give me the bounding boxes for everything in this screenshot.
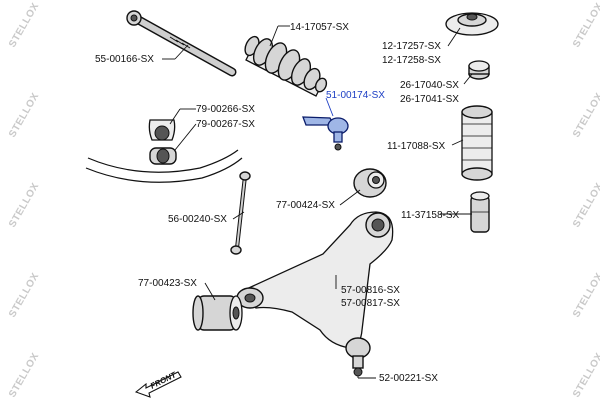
part-number-label[interactable]: 12-17258-SX (382, 55, 441, 66)
part-number-label[interactable]: 56-00240-SX (168, 214, 227, 225)
steering-rack-boot[interactable] (242, 34, 328, 97)
part-number-label[interactable]: 57-00816-SX (341, 285, 400, 296)
part-number-label[interactable]: 26-17041-SX (400, 94, 459, 105)
part-number-label[interactable]: 11-37158-SX (401, 210, 460, 221)
watermark-text: STELLOX (571, 181, 600, 229)
watermark-text: STELLOX (571, 351, 600, 399)
part-number-label[interactable]: 55-00166-SX (95, 54, 154, 65)
strut-top-mount[interactable] (445, 12, 499, 36)
watermark-left: STELLOX STELLOX STELLOX STELLOX STELLOX (7, 1, 41, 399)
part-number-label[interactable]: 26-17040-SX (400, 80, 459, 91)
lower-control-arm[interactable] (236, 211, 394, 349)
shock-dust-boot[interactable] (461, 105, 493, 181)
watermark-text: STELLOX (7, 91, 41, 139)
bump-stop[interactable] (470, 191, 490, 233)
watermark-right: STELLOX STELLOX STELLOX STELLOX STELLOX (571, 1, 600, 399)
part-number-label-highlighted[interactable]: 51-00174-SX (326, 90, 385, 101)
part-number-label[interactable]: 79-00267-SX (196, 119, 255, 130)
part-number-label[interactable]: 79-00266-SX (196, 104, 255, 115)
watermark-text: STELLOX (571, 271, 600, 319)
part-number-label[interactable]: 57-00817-SX (341, 298, 400, 309)
stabilizer-bushing[interactable] (148, 119, 177, 165)
watermark-text: STELLOX (7, 351, 41, 399)
ball-joint[interactable] (345, 337, 371, 377)
part-number-label[interactable]: 77-00424-SX (276, 200, 335, 211)
part-number-label[interactable]: 77-00423-SX (138, 278, 197, 289)
watermark-text: STELLOX (7, 181, 41, 229)
part-number-label[interactable]: 52-00221-SX (379, 373, 438, 384)
watermark-text: STELLOX (571, 91, 600, 139)
front-direction-arrow: FRONT (134, 370, 182, 398)
stabilizer-link[interactable] (230, 171, 251, 255)
watermark-text: STELLOX (7, 271, 41, 319)
stabilizer-bar (85, 149, 243, 183)
strut-bearing[interactable] (468, 60, 490, 80)
control-arm-front-bushing[interactable] (192, 295, 243, 331)
tie-rod-end[interactable] (302, 116, 349, 151)
watermark-text: STELLOX (7, 1, 41, 49)
watermark-text: STELLOX (571, 1, 600, 49)
part-number-label[interactable]: 14-17057-SX (290, 22, 349, 33)
part-number-label[interactable]: 12-17257-SX (382, 41, 441, 52)
inner-tie-rod[interactable] (126, 10, 237, 77)
leader-lines (162, 25, 473, 379)
part-labels: 14-17057-SX 55-00166-SX 12-17257-SX 12-1… (95, 22, 460, 384)
part-number-label[interactable]: 11-17088-SX (387, 141, 446, 152)
control-arm-rear-bushing[interactable] (353, 168, 387, 198)
